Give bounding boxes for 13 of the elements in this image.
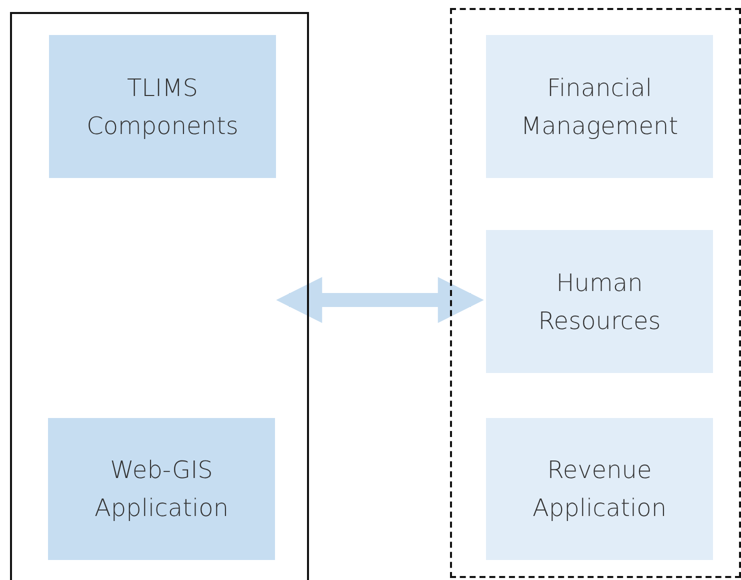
component-box bbox=[49, 35, 276, 178]
component-box bbox=[48, 418, 275, 560]
dashed-group-frame bbox=[450, 8, 741, 578]
component-box bbox=[486, 35, 713, 178]
component-box bbox=[486, 230, 713, 373]
double-arrow bbox=[276, 277, 484, 323]
component-label: Revenue Application bbox=[531, 455, 668, 524]
component-box bbox=[486, 418, 713, 560]
component-label: Human Resources bbox=[537, 268, 662, 336]
component-label: Financial Management bbox=[520, 72, 680, 142]
component-label: Web-GIS Application bbox=[93, 455, 230, 524]
component-label: TLIMS Components bbox=[86, 72, 240, 142]
group-frame bbox=[10, 12, 309, 580]
